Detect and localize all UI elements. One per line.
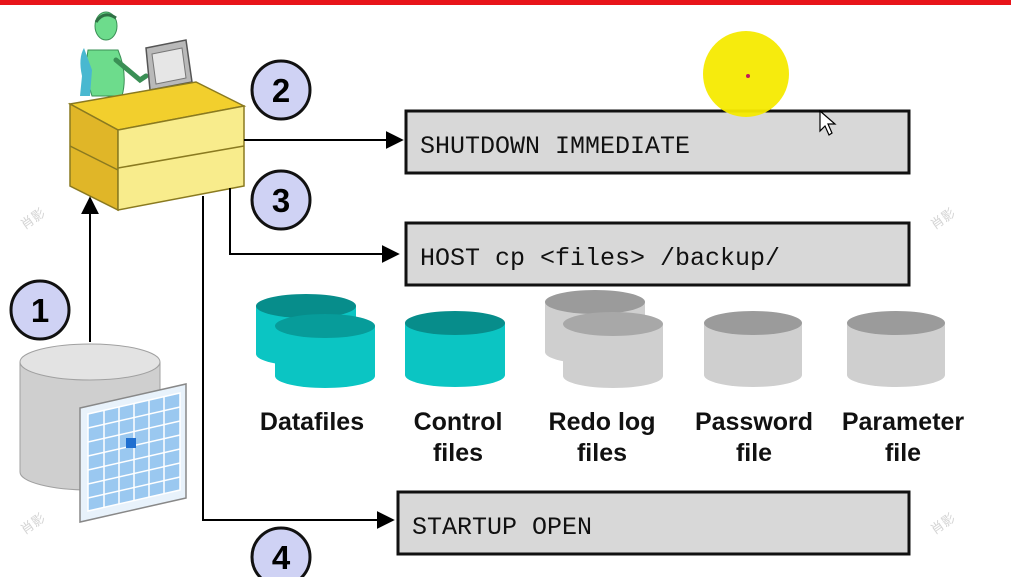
datafiles-icon [256,294,375,388]
arrow-to-host [229,188,400,263]
command-host-box: HOST cp <files> /backup/ [404,221,911,287]
redo-log-files-icon [545,290,663,388]
password-file-label-line1: Password [695,408,813,436]
watermark-text: 肖影 [928,510,958,537]
step-1-badge: 1 [9,279,71,341]
top-red-bar [0,0,1011,5]
redo-log-files-label-line2: files [577,439,627,467]
watermark-text: 肖影 [18,205,48,232]
dba-workstation-icon [67,11,247,212]
command-startup-box: STARTUP OPEN [396,490,911,556]
command-startup-text: STARTUP OPEN [412,513,592,542]
control-files-label-line1: Control [414,408,503,436]
step-4-label: 4 [272,539,291,576]
connectors [81,131,404,529]
command-shutdown-box: SHUTDOWN IMMEDIATE [404,109,911,175]
redo-log-files-label-line1: Redo log [549,408,656,436]
parameter-file-icon [847,311,945,387]
step-3-label: 3 [272,182,290,219]
control-files-label-line2: files [433,439,483,467]
parameter-file-label-line1: Parameter [842,408,965,436]
password-file-icon [704,311,802,387]
watermark-text: 肖影 [18,510,48,537]
file-labels: Datafiles Control files Redo log files P… [260,408,965,467]
datafiles-label: Datafiles [260,408,364,436]
arrow-to-startup [202,196,395,529]
mouse-pointer-icon [819,109,837,136]
step-2-badge: 2 [250,59,312,121]
control-files-icon [405,311,505,387]
command-shutdown-text: SHUTDOWN IMMEDIATE [420,132,690,161]
command-host-text: HOST cp <files> /backup/ [420,244,780,273]
step-2-label: 2 [272,72,290,109]
step-3-badge: 3 [250,169,312,231]
step-4-badge: 4 [250,526,312,577]
database-icon [19,343,187,523]
watermark-text: 肖影 [928,205,958,232]
step-1-label: 1 [31,292,49,329]
database-grid [87,392,181,512]
step-circles: 1 2 3 4 [9,59,312,577]
cursor-highlight [703,31,789,117]
parameter-file-label-line2: file [885,439,921,467]
password-file-label-line2: file [736,439,772,467]
